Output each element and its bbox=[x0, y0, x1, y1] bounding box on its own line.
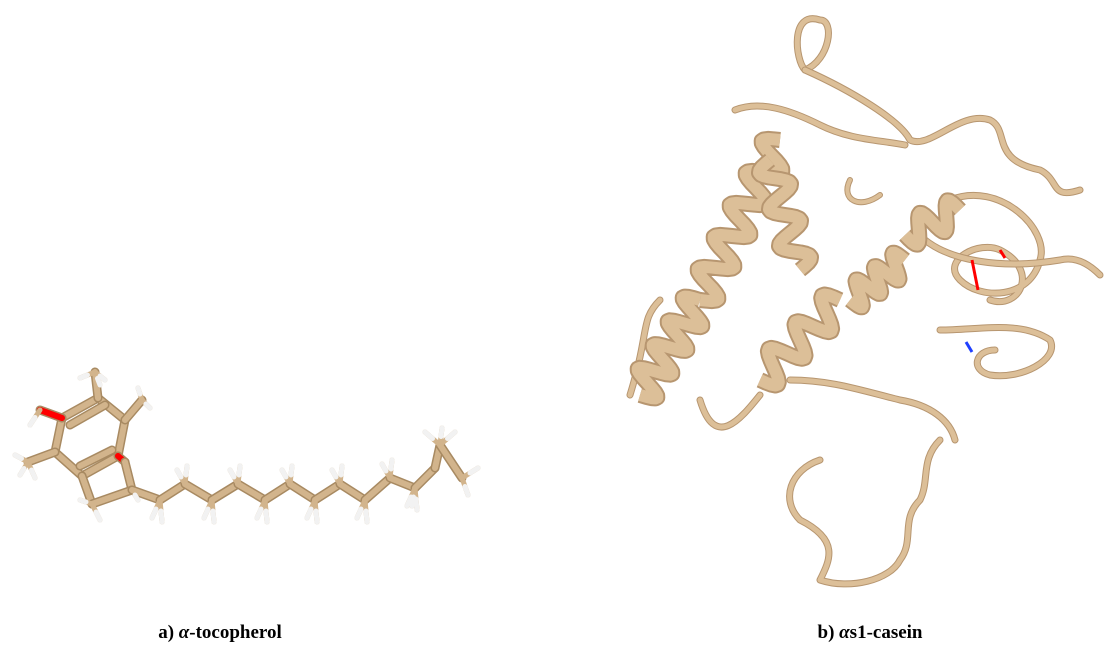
hydrogen-atom bbox=[354, 506, 364, 521]
helix-segment bbox=[757, 288, 843, 392]
hydrogen-atom bbox=[227, 467, 237, 480]
hydrogen-atom bbox=[97, 373, 108, 383]
bond bbox=[129, 487, 163, 503]
bond bbox=[115, 417, 128, 459]
hydrogen-atom bbox=[304, 506, 314, 521]
hydrogen-atom bbox=[254, 506, 264, 521]
hydrogen-atom bbox=[404, 494, 414, 509]
hydrogen-atom bbox=[17, 466, 27, 478]
bond bbox=[262, 481, 293, 503]
protein-ribbon-group bbox=[626, 15, 1104, 588]
bond bbox=[157, 481, 188, 503]
hydrogen-atom bbox=[313, 508, 320, 525]
hydrogen-atom bbox=[338, 463, 345, 478]
hydrogen-atom bbox=[379, 461, 389, 474]
hydrogen-atom bbox=[135, 385, 143, 397]
bond bbox=[59, 395, 101, 421]
caption-a-prefix: a) bbox=[158, 622, 179, 643]
hydrogen-atom bbox=[132, 492, 141, 503]
bond bbox=[182, 481, 215, 503]
hydrogen-atom bbox=[12, 452, 24, 461]
bond bbox=[37, 407, 65, 421]
hydrogen-atom bbox=[29, 467, 38, 481]
oxygen-stick bbox=[998, 249, 1007, 259]
hydrogen-atom bbox=[158, 508, 165, 525]
bond bbox=[437, 442, 465, 481]
hydrogen-atom bbox=[27, 415, 38, 428]
coil-segment bbox=[947, 192, 1044, 304]
bond bbox=[362, 475, 393, 503]
nitrogen-stick bbox=[964, 341, 974, 353]
hydrogen-atom bbox=[467, 465, 481, 476]
bond bbox=[89, 487, 135, 507]
casein-protein-ribbon bbox=[626, 15, 1104, 588]
bond bbox=[287, 481, 318, 503]
coil-segment bbox=[922, 237, 1103, 278]
tocopherol-molecule-model bbox=[12, 367, 481, 525]
caption-b-name: s1-casein bbox=[849, 622, 923, 643]
hydrogen-atom bbox=[279, 467, 289, 480]
hydrogen-atom bbox=[149, 506, 159, 521]
coil-segment bbox=[787, 377, 958, 443]
bond bbox=[337, 481, 368, 503]
hydrogen-atom bbox=[174, 467, 184, 480]
bond bbox=[122, 459, 135, 493]
hydrogen-atom bbox=[77, 372, 90, 381]
hydrogen-atom bbox=[263, 508, 270, 525]
bond bbox=[79, 473, 95, 507]
bond bbox=[235, 481, 268, 503]
coil-segment bbox=[787, 437, 943, 587]
bond bbox=[209, 481, 241, 503]
bond bbox=[52, 415, 65, 455]
tocopherol-panel bbox=[0, 0, 520, 649]
hydrogen-atom bbox=[422, 429, 435, 441]
bond bbox=[122, 397, 145, 423]
bond bbox=[52, 449, 85, 479]
caption-tocopherol: a) α-tocopherol bbox=[158, 622, 282, 644]
hydrogen-atom bbox=[462, 484, 471, 498]
casein-panel bbox=[600, 0, 1105, 649]
helix-segment bbox=[846, 246, 909, 314]
hydrogen-atom bbox=[210, 508, 217, 525]
coil-segment bbox=[845, 178, 882, 205]
bond bbox=[412, 465, 438, 491]
helix-segment bbox=[631, 290, 709, 405]
bond bbox=[312, 481, 343, 503]
hydrogen-atom bbox=[93, 509, 103, 523]
bond bbox=[79, 453, 121, 479]
hydrogen-atom bbox=[77, 497, 89, 505]
coil-segment bbox=[802, 67, 1083, 196]
hydrogen-atom bbox=[143, 401, 153, 411]
hydrogen-atom bbox=[388, 457, 395, 472]
hydrogen-atom bbox=[201, 506, 211, 521]
caption-a-name: -tocopherol bbox=[189, 622, 282, 643]
bond bbox=[25, 449, 58, 465]
hydrogen-atom bbox=[438, 425, 445, 439]
hydrogen-atom bbox=[445, 429, 458, 441]
coil-segment bbox=[732, 103, 908, 148]
hydrogen-atom bbox=[183, 463, 190, 478]
caption-b-prefix: b) bbox=[817, 622, 840, 643]
hydrogen-atom bbox=[363, 508, 370, 525]
hydrogen-atom bbox=[95, 376, 103, 388]
coil-segment bbox=[937, 325, 1055, 379]
hydrogen-atom bbox=[409, 494, 416, 509]
helix-segment bbox=[900, 194, 965, 251]
bond bbox=[77, 447, 115, 469]
caption-a-greek: α bbox=[178, 622, 190, 643]
helix-segment bbox=[753, 155, 817, 275]
caption-casein: b) αs1-casein bbox=[818, 622, 923, 644]
hydrogen-atom bbox=[329, 467, 339, 480]
hydrogen-atom bbox=[413, 496, 420, 513]
molecule-atoms bbox=[12, 372, 481, 525]
coil-segment bbox=[697, 392, 763, 430]
hydrogen-atom bbox=[288, 463, 295, 478]
caption-b-greek: α bbox=[839, 622, 850, 643]
hydrogen-atom bbox=[236, 463, 243, 478]
oxygen-stick bbox=[970, 259, 980, 291]
bond bbox=[67, 402, 108, 428]
